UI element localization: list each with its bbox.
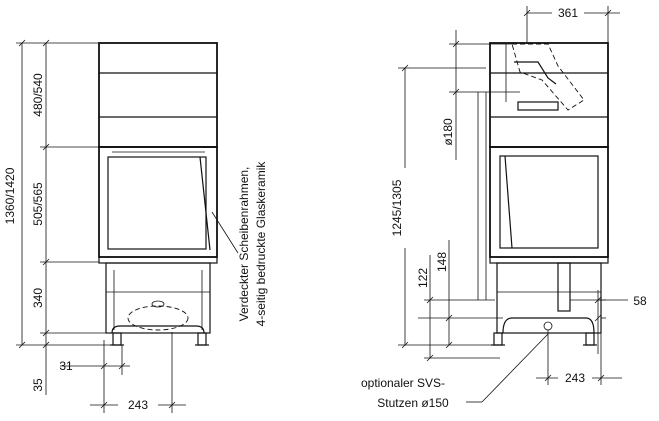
- front-dim-243-bg: [118, 397, 158, 411]
- side-dim-flue-diameter: ø180: [441, 118, 455, 146]
- glass-note-line2: 4-seitig bedruckte Glaskeramik: [254, 161, 268, 327]
- side-foot-right: [585, 332, 595, 346]
- svs-note-line2: Stutzen ø150: [377, 396, 449, 410]
- side-dim-1245-tick-1: [401, 64, 409, 72]
- svs-note: optionaler SVS- Stutzen ø150: [361, 333, 549, 410]
- side-dim-361-tick-1: [523, 9, 531, 17]
- front-dim-tick-1: [42, 39, 50, 47]
- side-dim-top: 361: [523, 5, 620, 44]
- side-dim-148-tick-2: [445, 341, 453, 349]
- front-dim-offset: 31: [59, 359, 73, 373]
- front-glass-panel: [107, 156, 207, 250]
- front-dim-top-section: 480/540: [31, 73, 45, 117]
- side-dim-180-tick-1: [452, 40, 460, 48]
- front-dim-glass-section: 505/565: [31, 182, 45, 226]
- front-dim-total-tick-top: [18, 39, 26, 47]
- side-dim-outlet-width: 243: [565, 371, 585, 385]
- side-dim-lower: 122 148: [416, 240, 503, 362]
- side-view: [477, 42, 609, 346]
- front-horizontal-dims: 31 243: [59, 332, 186, 413]
- side-dim-lower-122: 122: [416, 268, 430, 288]
- side-flue-detail: [514, 61, 557, 85]
- front-view: [98, 42, 218, 346]
- side-dim-361-tick-2: [604, 9, 612, 17]
- side-dim-bottom: 243: [536, 330, 622, 385]
- side-dim-height: 1245/1305: [390, 64, 491, 349]
- side-dim-right: 58: [570, 290, 647, 354]
- side-dim-243-tick-2: [597, 374, 605, 382]
- side-dim-361-bg: [552, 5, 584, 19]
- side-dim-flue: ø180: [441, 30, 520, 160]
- front-dim-tick-4: [42, 329, 50, 337]
- side-base-column: [557, 262, 571, 312]
- front-dim-tick-2: [42, 143, 50, 151]
- side-dim-top-width: 361: [558, 6, 578, 20]
- side-flue-collar: [517, 101, 559, 111]
- side-base-arch: [502, 317, 595, 334]
- front-dim-foot: 35: [31, 378, 45, 392]
- front-dim-31-tick-2: [118, 362, 126, 370]
- front-foot-left: [112, 332, 122, 346]
- front-dim-tick-3: [42, 258, 50, 266]
- front-base-body: [105, 262, 211, 334]
- side-glass-corner: [504, 155, 513, 249]
- glass-note: Verdeckter Scheibenrahmen, 4-seitig bedr…: [211, 161, 268, 327]
- side-dim-1245-bg: [394, 168, 412, 248]
- front-outlet-circle: [127, 305, 189, 331]
- side-dim-243-bg: [558, 370, 592, 384]
- side-dim-lower-148: 148: [435, 252, 449, 272]
- front-glass-corner: [199, 156, 211, 251]
- side-top-cladding: [489, 42, 609, 148]
- side-dim-right-58: 58: [633, 294, 647, 308]
- side-flue-elbow: [511, 43, 585, 111]
- front-dim-31-tick-1: [100, 362, 108, 370]
- front-base-arch: [111, 325, 205, 334]
- glass-note-line1: Verdeckter Scheibenrahmen,: [237, 167, 251, 322]
- side-dim-58-tick-2: [594, 314, 602, 322]
- front-dim-total-height: 1360/1420: [3, 167, 17, 224]
- glass-note-leader: [211, 211, 239, 254]
- side-fire-chamber: [489, 146, 609, 258]
- front-dimension-chain: 1360/1420 480/540 505/565 340 35: [3, 39, 110, 395]
- side-dim-total-height: 1245/1305: [390, 179, 404, 236]
- side-dim-180-tick-2: [452, 88, 460, 96]
- side-dim-243-tick-1: [544, 374, 552, 382]
- svs-note-leader: [481, 333, 549, 403]
- side-outlet-stub: [543, 321, 553, 331]
- side-glass-panel: [499, 155, 599, 249]
- front-outlet-cap: [151, 300, 165, 308]
- front-dim-243-tick-1: [100, 401, 108, 409]
- side-dim-122-tick-2: [426, 354, 434, 362]
- front-top-cladding: [98, 42, 218, 148]
- side-dim-1245-tick-2: [401, 341, 409, 349]
- svs-note-line1: optionaler SVS-: [361, 376, 445, 390]
- front-dim-base-section: 340: [31, 288, 45, 308]
- front-dim-total-tick-bottom: [18, 341, 26, 349]
- side-foot-left: [493, 332, 503, 346]
- side-dim-122-tick-1: [426, 296, 434, 304]
- front-fire-chamber: [98, 146, 218, 258]
- front-dim-243-tick-2: [168, 401, 176, 409]
- side-dim-148-tick-1: [445, 314, 453, 322]
- front-foot-right: [197, 332, 207, 346]
- side-base-body: [496, 262, 602, 334]
- front-dim-outlet-width: 243: [128, 398, 148, 412]
